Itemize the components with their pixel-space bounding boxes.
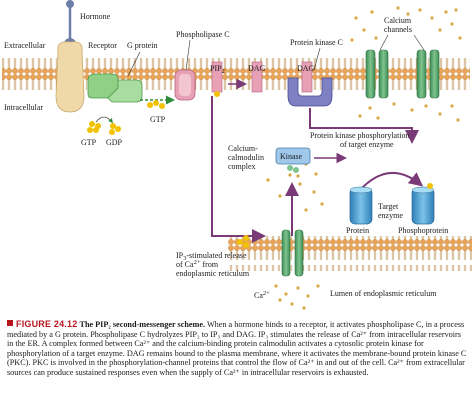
protein-label: Protein bbox=[346, 226, 369, 235]
gtp-gdp-cluster bbox=[87, 116, 121, 135]
ip3-label-1: IP3-stimulated release bbox=[176, 251, 247, 262]
figure-number: FIGURE 24.12 bbox=[16, 319, 78, 329]
caption-marker bbox=[7, 320, 13, 326]
target-enzyme-label-1: Target bbox=[378, 202, 399, 211]
calmodulin-label-3: complex bbox=[228, 162, 256, 171]
dag-label-1: DAG bbox=[248, 64, 266, 73]
pip2-label: PIP2 bbox=[210, 64, 225, 75]
phosphoprotein-enzyme bbox=[411, 183, 435, 225]
calmodulin-label-1: Calcium- bbox=[228, 144, 258, 153]
pk-phos-label-2: of target enzyme bbox=[340, 140, 394, 149]
kinase-box bbox=[275, 147, 311, 165]
target-enzyme-protein bbox=[349, 186, 373, 225]
ca-ion-label: Ca2+ bbox=[254, 290, 270, 300]
calcium-ions-extracellular bbox=[350, 6, 462, 42]
caption-title: The PIP₂ second-messenger scheme. bbox=[79, 320, 206, 329]
calcium-ions-cytosol bbox=[266, 102, 460, 212]
ip3-gated-channel bbox=[281, 229, 304, 277]
calcium-channels-label-2: channels bbox=[384, 25, 412, 34]
receptor-protein bbox=[55, 41, 85, 113]
er-lumen-label: Lumen of endoplasmic reticulum bbox=[330, 289, 437, 298]
calmodulin-complex bbox=[287, 165, 300, 178]
extracellular-label: Extracellular bbox=[4, 41, 46, 50]
pip2-signaling-diagram: Hormone Extracellular Intracellular Rece… bbox=[2, 0, 472, 310]
receptor-label: Receptor bbox=[88, 41, 117, 50]
calcium-channel-1 bbox=[365, 49, 389, 99]
gdp-label: GDP bbox=[106, 138, 123, 147]
protein-kinase-c bbox=[287, 77, 333, 107]
dag-label-2: DAG bbox=[297, 64, 315, 73]
pkc-to-target-arrow bbox=[309, 108, 419, 144]
g-protein-label: G protein bbox=[127, 41, 157, 50]
gtp-label-left: GTP bbox=[81, 138, 97, 147]
phosphoprotein-label: Phosphoprotein bbox=[398, 226, 448, 235]
pk-phos-label-1: Protein kinase phosphorylation bbox=[310, 131, 410, 140]
calcium-channel-2 bbox=[416, 49, 440, 99]
dag-lipid-1 bbox=[251, 61, 263, 93]
figure-caption: FIGURE 24.12 The PIP₂ second-messenger s… bbox=[7, 319, 467, 378]
intracellular-label: Intracellular bbox=[4, 103, 43, 112]
target-enzyme-label-2: enzyme bbox=[378, 211, 403, 220]
pip2-lipid bbox=[211, 61, 223, 97]
calcium-channels-label-1: Calcium bbox=[384, 16, 412, 25]
er-membrane bbox=[228, 236, 472, 271]
phospholipase-c-label: Phospholipase C bbox=[176, 30, 230, 39]
ip3-label-2: of Ca2+ from bbox=[176, 259, 219, 269]
caption-text: When a hormone binds to a receptor, it a… bbox=[7, 320, 467, 377]
ip3-molecule bbox=[237, 235, 249, 248]
ip3-label-3: endoplasmic reticulum bbox=[176, 269, 250, 278]
dag-lipid-2 bbox=[301, 61, 313, 93]
phosphorylation-curve-arrow bbox=[361, 171, 424, 189]
g-protein bbox=[87, 73, 143, 103]
calmodulin-label-2: calmodulin bbox=[228, 153, 264, 162]
calcium-ions-er bbox=[274, 284, 320, 310]
gtp-on-g-protein bbox=[147, 100, 165, 109]
phospholipase-c bbox=[174, 69, 196, 101]
protein-kinase-c-label: Protein kinase C bbox=[290, 38, 343, 47]
kinase-label: Kinase bbox=[280, 152, 303, 161]
hormone-label: Hormone bbox=[80, 12, 111, 21]
gtp-label-right: GTP bbox=[150, 115, 166, 124]
